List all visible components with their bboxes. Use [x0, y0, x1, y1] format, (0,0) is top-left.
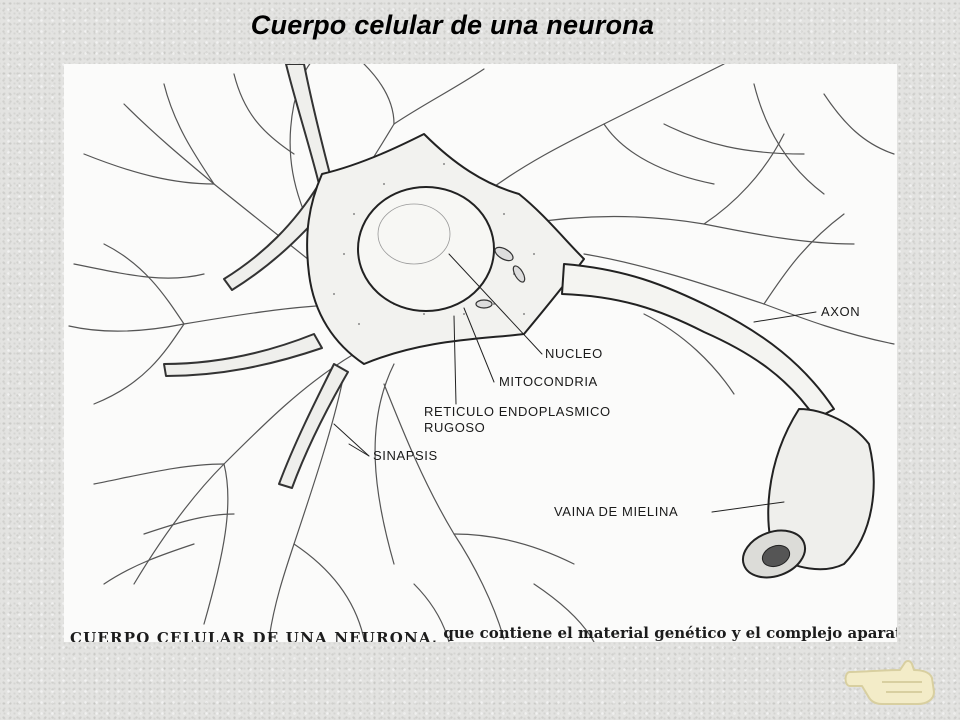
caption-rest: que contiene el material genético y el c…	[438, 625, 897, 642]
label-vaina-de-mielina: VAINA DE MIELINA	[554, 504, 678, 519]
leader-lines	[333, 253, 817, 513]
pointing-hand-icon[interactable]	[842, 652, 942, 706]
neuron-illustration: AXON NUCLEO MITOCONDRIA RETICULO ENDOPLA…	[64, 64, 897, 642]
dendrite-network	[68, 64, 895, 642]
label-mitocondria: MITOCONDRIA	[499, 374, 598, 389]
label-axon: AXON	[821, 304, 860, 319]
nucleus	[357, 186, 495, 312]
figure-caption: CUERPO CELULAR DE UNA NEURONA, que conti…	[64, 625, 897, 642]
slide-title: Cuerpo celular de una neurona	[250, 10, 655, 40]
label-sinapsis: SINAPSIS	[373, 448, 438, 463]
axon	[561, 263, 835, 420]
neuron-drawing: AXON NUCLEO MITOCONDRIA RETICULO ENDOPLA…	[68, 64, 895, 642]
label-reticulo-line2: RUGOSO	[424, 420, 485, 435]
caption-strong: CUERPO CELULAR DE UNA NEURONA,	[70, 629, 439, 643]
label-nucleo: NUCLEO	[545, 346, 603, 361]
label-reticulo-line1: RETICULO ENDOPLASMICO	[424, 404, 611, 419]
mitochondria	[475, 246, 526, 309]
